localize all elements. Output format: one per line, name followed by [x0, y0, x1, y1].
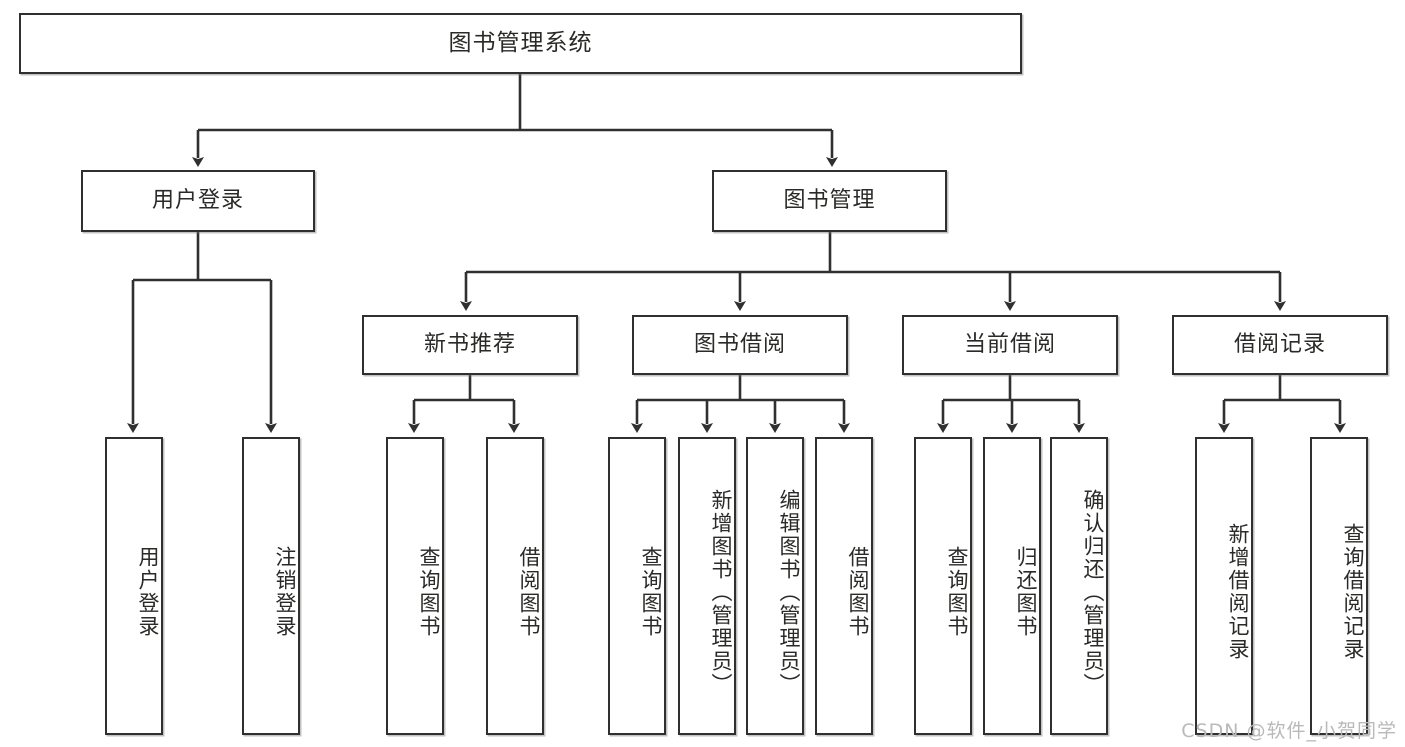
node-label: 注销登录	[273, 546, 297, 638]
node-label: 用户登录	[136, 546, 160, 638]
node-label: 借阅图书	[517, 546, 541, 638]
node-label: 查询图书	[639, 546, 663, 638]
leaf-current-return-book[interactable]: 归还图书	[983, 437, 1041, 735]
leaf-recommend-borrow-book[interactable]: 借阅图书	[486, 437, 544, 735]
node-label: 查询图书	[417, 546, 441, 638]
node-label: 图书管理系统	[448, 29, 593, 56]
node-new-book-recommend[interactable]: 新书推荐	[362, 315, 578, 375]
node-label: 归还图书	[1014, 546, 1038, 638]
leaf-current-confirm-return-admin[interactable]: 确认归还（管理员）	[1050, 437, 1108, 735]
leaf-user-login-signin[interactable]: 用户登录	[105, 437, 163, 735]
leaf-borrow-add-book-admin[interactable]: 新增图书（管理员）	[678, 437, 736, 735]
leaf-borrow-borrow-book[interactable]: 借阅图书	[815, 437, 873, 735]
node-label: 查询图书	[945, 546, 969, 638]
node-label: 新增图书（管理员）	[709, 488, 733, 696]
node-label: 新书推荐	[423, 331, 516, 357]
node-label: 图书管理	[783, 187, 876, 213]
node-root-system[interactable]: 图书管理系统	[19, 13, 1022, 74]
leaf-current-query-book[interactable]: 查询图书	[914, 437, 972, 735]
leaf-user-login-signout[interactable]: 注销登录	[242, 437, 300, 735]
watermark-text: CSDN @软件_小贺同学	[1181, 720, 1397, 742]
node-book-borrow[interactable]: 图书借阅	[632, 315, 848, 375]
node-book-management[interactable]: 图书管理	[712, 170, 947, 232]
node-user-login[interactable]: 用户登录	[81, 170, 315, 232]
node-label: 确认归还（管理员）	[1081, 488, 1105, 696]
node-label: 查询借阅记录	[1341, 523, 1365, 661]
node-label: 借阅记录	[1233, 331, 1326, 357]
leaf-borrow-edit-book-admin[interactable]: 编辑图书（管理员）	[746, 437, 804, 735]
node-label: 当前借阅	[963, 331, 1056, 357]
node-label: 图书借阅	[693, 331, 786, 357]
leaf-record-add-record[interactable]: 新增借阅记录	[1195, 437, 1253, 735]
node-current-borrow[interactable]: 当前借阅	[902, 315, 1118, 375]
node-label: 借阅图书	[846, 546, 870, 638]
node-label: 编辑图书（管理员）	[777, 488, 801, 696]
leaf-record-query-record[interactable]: 查询借阅记录	[1310, 437, 1368, 735]
node-label: 用户登录	[151, 187, 244, 213]
node-label: 新增借阅记录	[1226, 523, 1250, 661]
leaf-recommend-query-book[interactable]: 查询图书	[386, 437, 444, 735]
node-borrow-record[interactable]: 借阅记录	[1172, 315, 1388, 375]
leaf-borrow-query-book[interactable]: 查询图书	[608, 437, 666, 735]
